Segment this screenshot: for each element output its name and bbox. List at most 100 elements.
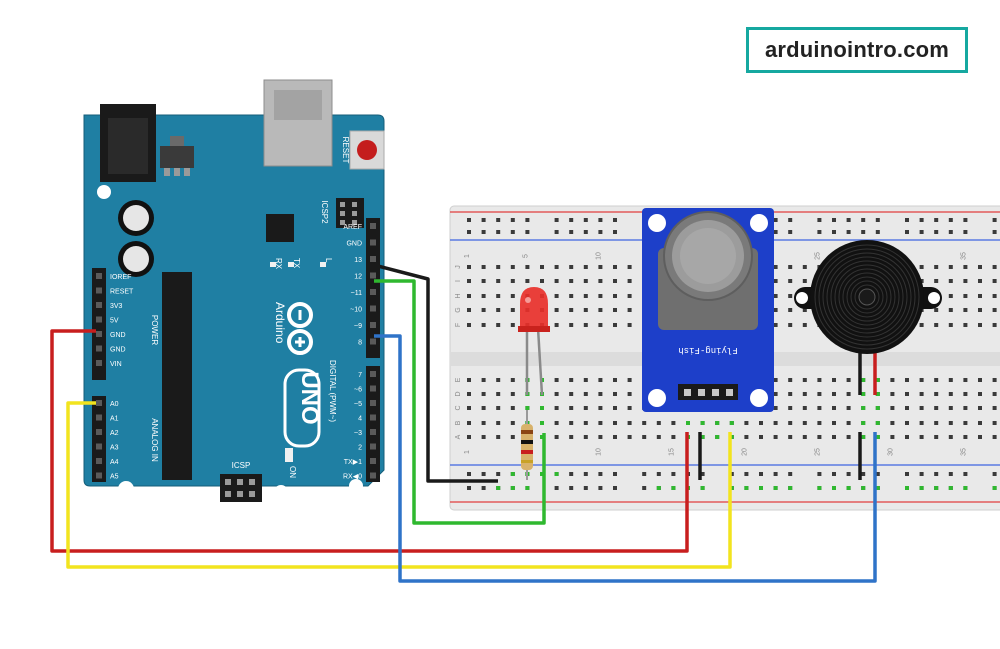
column-number: 25: [814, 252, 821, 260]
breadboard-hole: [978, 308, 982, 312]
analog-pin-label: A5: [110, 474, 119, 481]
breadboard-hole: [905, 435, 909, 439]
breadboard-hole: [919, 323, 924, 327]
rail-hole: [598, 486, 603, 490]
connected-hole: [540, 406, 544, 410]
header-pin: [370, 239, 376, 246]
breadboard-hole: [802, 265, 807, 269]
analog-title: ANALOG IN: [150, 418, 159, 462]
rail-hole: [569, 486, 574, 490]
breadboard-hole: [992, 435, 997, 439]
breadboard-hole: [948, 294, 953, 298]
header-pin: [96, 273, 102, 279]
rail-hole: [613, 486, 617, 490]
mount-hole: [274, 485, 288, 499]
rail-hole: [919, 218, 924, 222]
digital-pin-label: ~11: [351, 290, 362, 297]
breadboard-hole: [481, 308, 486, 312]
rail-hole: [919, 472, 924, 476]
rail-hole: [817, 230, 822, 234]
rail-hole: [467, 472, 471, 476]
breadboard-hole: [467, 279, 471, 283]
breadboard-hole: [788, 378, 793, 382]
breadboard-hole: [598, 392, 603, 396]
breadboard-hole: [759, 421, 763, 425]
breadboard-hole: [525, 265, 530, 269]
column-number: 1: [464, 450, 471, 454]
column-number: 1: [464, 254, 471, 258]
breadboard-hole: [817, 378, 822, 382]
wires: [50, 263, 877, 583]
row-letter: C: [455, 405, 462, 410]
breadboard-hole: [613, 279, 617, 283]
header-pin: [96, 287, 102, 294]
breadboard-hole: [919, 378, 924, 382]
breadboard-hole: [569, 265, 574, 269]
digital-pin-label: ~10: [350, 307, 362, 314]
rail-hole: [569, 218, 574, 222]
connected-hole: [861, 406, 866, 410]
breadboard-hole: [642, 421, 647, 425]
breadboard-hole: [846, 406, 851, 410]
breadboard-hole: [846, 378, 851, 382]
on-led: [285, 448, 293, 462]
rail-hole: [861, 218, 866, 222]
breadboard-hole: [642, 435, 647, 439]
rail-hole: [905, 218, 909, 222]
led-leg-anode: [536, 327, 544, 396]
breadboard-hole: [832, 406, 836, 410]
breadboard-hole: [992, 294, 997, 298]
piezo-buzzer: [794, 240, 942, 395]
wire-red-5v: [50, 329, 689, 553]
breadboard-hole: [802, 279, 807, 283]
mount-hole: [648, 214, 666, 232]
rail-hole: [583, 472, 588, 476]
breadboard-hole: [890, 392, 895, 396]
reset-button-cap[interactable]: [357, 140, 377, 160]
rail-hole: [759, 472, 763, 476]
breadboard-hole: [583, 279, 588, 283]
rail-hole: [846, 218, 851, 222]
breadboard-hole: [613, 421, 617, 425]
rail-hole: [934, 230, 939, 234]
tx-label: TX: [292, 258, 301, 269]
header-pin: [370, 472, 376, 479]
breadboard-hole: [773, 265, 778, 269]
brand-text: arduinointro.com: [764, 37, 950, 62]
breadboard-hole: [613, 406, 617, 410]
breadboard-hole: [583, 323, 588, 327]
row-letter: J: [455, 265, 462, 269]
digital-header-top: [366, 218, 380, 358]
breadboard-hole: [948, 378, 953, 382]
breadboard-hole: [948, 406, 953, 410]
rail-hole: [569, 472, 574, 476]
breadboard-hole: [802, 308, 807, 312]
header-pin: [96, 429, 102, 435]
breadboard-hole: [481, 392, 486, 396]
breadboard-hole: [613, 294, 617, 298]
wire-blue-d9: [374, 334, 877, 583]
breadboard-hole: [554, 406, 559, 410]
digital-pin-label: RX◀0: [343, 474, 362, 481]
breadboard-hole: [890, 406, 895, 410]
breadboard-hole: [963, 406, 968, 410]
rail-hole: [510, 218, 515, 222]
rail-hole: [875, 472, 880, 476]
rail-hole: [817, 218, 822, 222]
power-pin-label: 5V: [110, 318, 119, 325]
breadboard-hole: [817, 392, 822, 396]
breadboard-hole: [627, 323, 632, 327]
rail-hole: [905, 472, 909, 476]
breadboard-hole: [773, 435, 778, 439]
breadboard-hole: [773, 421, 778, 425]
rail-hole: [554, 230, 559, 234]
analog-pin-label: A0: [110, 401, 119, 408]
breadboard-hole: [540, 265, 544, 269]
breadboard-hole: [554, 435, 559, 439]
breadboard-hole: [978, 435, 982, 439]
breadboard-hole: [963, 265, 968, 269]
breadboard-hole: [963, 421, 968, 425]
breadboard-hole: [963, 323, 968, 327]
rail-hole: [481, 472, 486, 476]
column-number: 35: [960, 448, 967, 456]
